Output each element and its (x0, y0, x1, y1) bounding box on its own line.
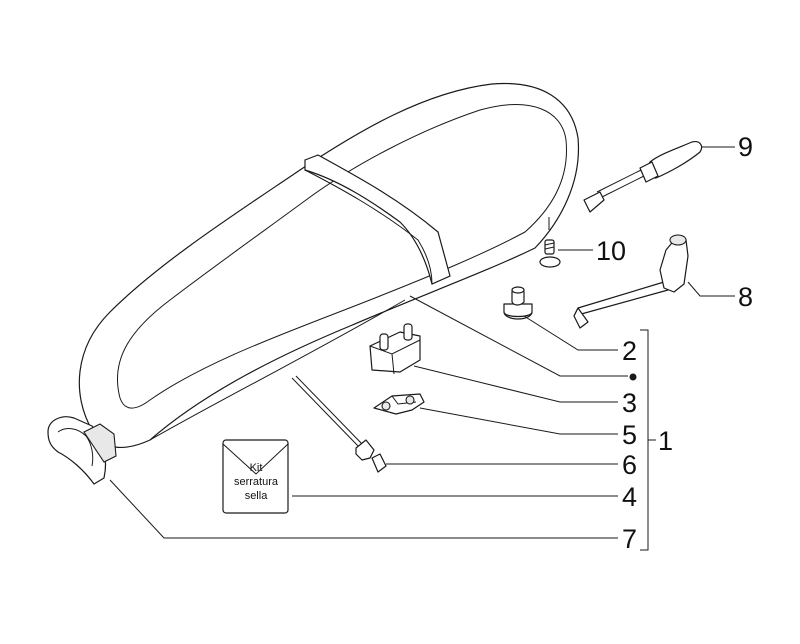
callout-5: 5 (622, 420, 637, 450)
wrench-part-8[interactable] (573, 234, 689, 329)
lock-kit-bag-part-4[interactable]: Kit serratura sella (222, 439, 289, 514)
leader-5 (419, 407, 618, 435)
seat-part[interactable] (78, 82, 580, 448)
leader-7 (109, 479, 618, 539)
callout-4: 4 (622, 482, 637, 512)
callout-10: 10 (596, 236, 626, 266)
callout-2: 2 (622, 336, 637, 366)
rubber-bumper-part-2[interactable] (503, 286, 533, 320)
bracket-plate-part-5[interactable] (373, 393, 425, 415)
kit-bag-label-line2: serratura (234, 476, 279, 488)
screw-part-10[interactable] (539, 217, 561, 268)
callout-numbers: 9 10 8 2 3 5 1 6 4 7 (596, 132, 753, 554)
group-bracket-1 (640, 329, 649, 551)
kit-bag-label-line3: sella (245, 490, 269, 502)
leader-8 (687, 281, 735, 297)
kit-bag-label-line1: Kit (250, 462, 263, 474)
callout-7: 7 (622, 524, 637, 554)
seat-hook-part-7[interactable] (47, 416, 117, 485)
callout-6: 6 (622, 450, 637, 480)
leader-2 (523, 315, 618, 351)
callout-3: 3 (622, 388, 637, 418)
release-cable-part-6[interactable] (291, 375, 387, 473)
callout-9: 9 (738, 132, 753, 162)
callout-1: 1 (658, 426, 673, 456)
lock-block-part-3[interactable] (369, 323, 421, 375)
callout-8: 8 (738, 282, 753, 312)
leader-seat (409, 295, 628, 377)
leader-seat-dot (629, 373, 637, 381)
leader-3 (413, 365, 618, 403)
screwdriver-part-9[interactable] (583, 141, 703, 213)
leader-lines (109, 146, 735, 551)
